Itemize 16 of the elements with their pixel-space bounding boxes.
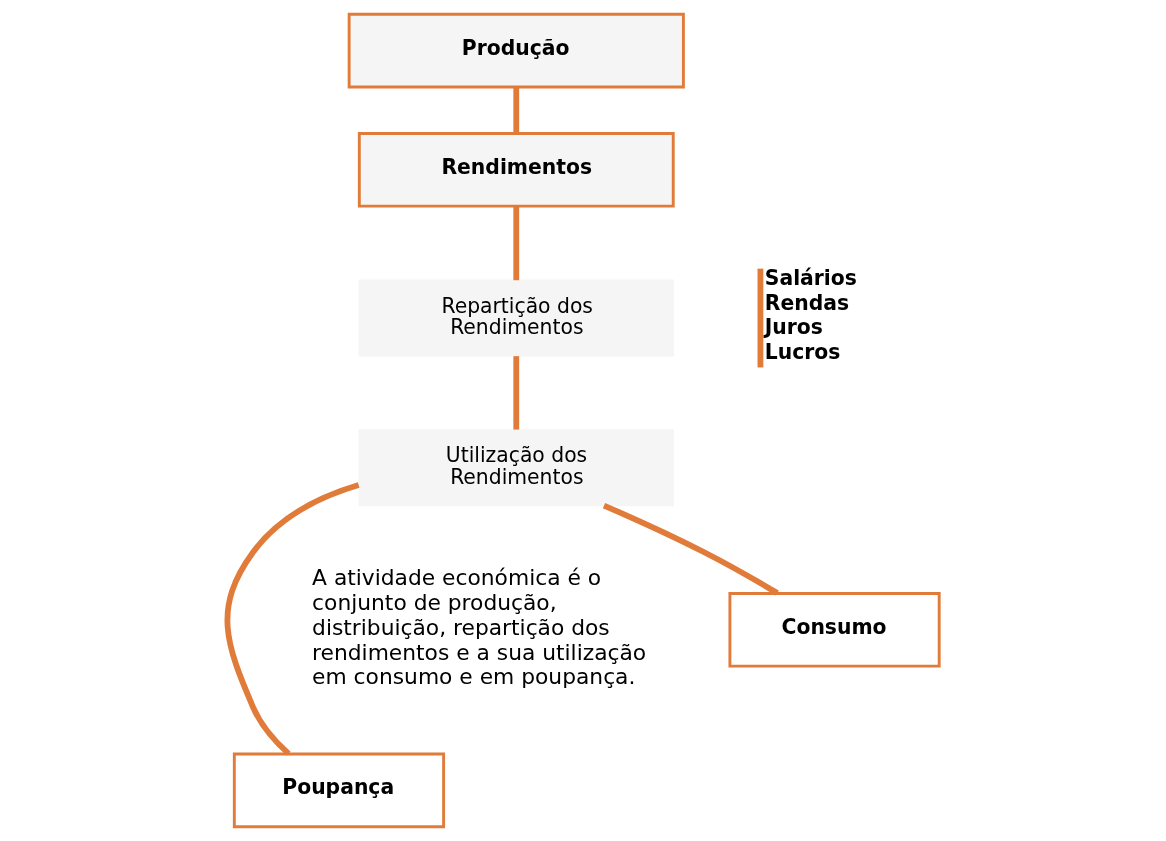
node-box: Consumo [728, 592, 941, 668]
connector [602, 502, 779, 596]
node-box: Rendimentos [357, 132, 675, 208]
node-box: Poupança [232, 752, 446, 829]
node-label: Lucros [764, 340, 841, 365]
node-box: Utilização dos Rendimentos [358, 429, 674, 507]
connector [224, 482, 360, 756]
connector [513, 86, 520, 134]
node-box: Produção [347, 12, 685, 89]
connector [513, 356, 520, 430]
node-box: Repartição dos Rendimentos [358, 279, 674, 357]
node-label: Rendas [764, 290, 850, 315]
node-label: Juros [764, 315, 823, 340]
label: A atividade económica é o conjunto de produção, distribuição, repartição dos rendimentos e a sua utilização em consumo e em poupança. [312, 565, 647, 690]
connector [513, 206, 520, 281]
node-label: Salários [764, 265, 857, 290]
